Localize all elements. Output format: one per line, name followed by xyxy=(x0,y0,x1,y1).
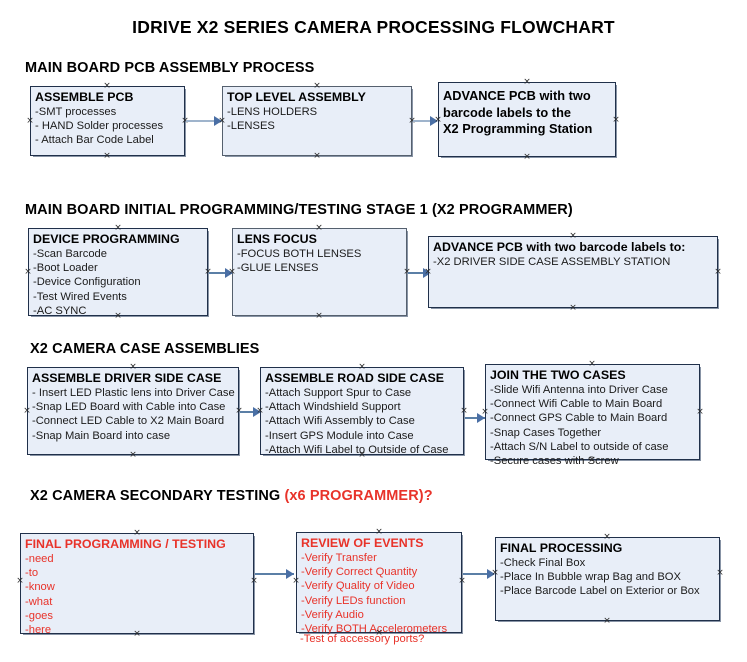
flow-box-final-programming-testing[interactable]: FINAL PROGRAMMING / TESTING -need -to -k… xyxy=(20,533,254,637)
section-heading-text: X2 CAMERA SECONDARY TESTING xyxy=(30,488,285,504)
flow-box-line: -Snap Main Board into case xyxy=(32,429,171,442)
flow-box-line: -Scan Barcode xyxy=(33,248,108,260)
flow-box-line: -X2 DRIVER SIDE CASE ASSEMBLY STATION xyxy=(433,256,671,268)
flow-box-line: -Connect LED Cable to X2 Main Board xyxy=(32,415,225,428)
flow-box-line: - Insert LED Plastic lens into Driver Ca… xyxy=(32,387,235,399)
section-heading-text: X2 CAMERA CASE ASSEMBLIES xyxy=(30,341,260,357)
connector-review-of-events-to-final-processing xyxy=(463,573,494,575)
section-heading-main-board-pcb-assembly-process: MAIN BOARD PCB ASSEMBLY PROCESS xyxy=(25,60,314,76)
flow-box-line: -need xyxy=(25,553,54,565)
flow-box-title: REVIEW OF EVENTS xyxy=(301,536,424,550)
flow-box-line: -Verify Transfer xyxy=(301,552,377,564)
flow-arrow-right-icon xyxy=(214,116,222,126)
flow-box-overflow-line: -Test of accessory ports? xyxy=(300,633,425,645)
flow-box-line: -AC SYNC xyxy=(33,304,87,317)
flow-box-line: -Place In Bubble wrap Bag and BOX xyxy=(500,571,681,584)
flow-box-line: -goes xyxy=(25,609,53,622)
flow-box-line: - Attach Bar Code Label xyxy=(35,134,154,147)
flow-box-final-processing[interactable]: FINAL PROCESSING -Check Final Box -Place… xyxy=(495,537,720,621)
section-heading-text: MAIN BOARD PCB ASSEMBLY PROCESS xyxy=(25,60,315,76)
flow-box-line: -Snap Cases Together xyxy=(490,426,602,439)
flow-box-line: -Attach Wifi Label to Outside of Case xyxy=(265,443,449,456)
flow-box-advance-pcb-to-x2-programming-station[interactable]: ADVANCE PCB with two barcode labels to t… xyxy=(438,82,616,157)
flow-box-line: -Place Barcode Label on Exterior or Box xyxy=(500,585,700,598)
connector-driver-side-to-road-side xyxy=(240,411,260,413)
flow-box-line: -Attach Support Spur to Case xyxy=(265,387,412,399)
flow-box-title: JOIN THE TWO CASES xyxy=(490,368,626,382)
flow-box-title: FINAL PROCESSING xyxy=(500,541,623,555)
flow-box-line: -Verify LEDs function xyxy=(301,594,406,607)
flow-box-line: -Connect Wifi Cable to Main Board xyxy=(490,398,663,411)
flow-box-assemble-pcb[interactable]: ASSEMBLE PCB -SMT processes - HAND Solde… xyxy=(30,86,185,156)
flow-box-line: -Check Final Box xyxy=(500,557,586,569)
flow-arrow-right-icon xyxy=(253,407,261,417)
flow-arrow-right-icon xyxy=(286,569,294,579)
flow-arrow-right-icon xyxy=(477,413,485,423)
page-title: IDRIVE X2 SERIES CAMERA PROCESSING FLOWC… xyxy=(132,17,615,37)
flow-arrow-right-icon xyxy=(430,116,438,126)
flow-box-line: -Connect GPS Cable to Main Board xyxy=(490,412,668,425)
section-heading-main-board-initial-programming-testing-stage-1: MAIN BOARD INITIAL PROGRAMMING/TESTING S… xyxy=(25,202,573,218)
connector-assemble-pcb-to-top-level-assembly xyxy=(186,120,222,122)
section-heading-x2-camera-case-assemblies: X2 CAMERA CASE ASSEMBLIES xyxy=(30,341,259,357)
flow-box-line: -know xyxy=(25,581,55,594)
flow-box-line: -Verify BOTH Accelerometers xyxy=(301,623,448,636)
flow-box-line: -Snap LED Board with Cable into Case xyxy=(32,401,226,414)
flow-box-line: -what xyxy=(25,595,53,608)
section-heading-text: MAIN BOARD INITIAL PROGRAMMING/TESTING S… xyxy=(25,202,573,218)
flow-box-line: -Attach Wifi Assembly to Case xyxy=(265,415,415,428)
connector-lens-focus-to-advance-pcb xyxy=(408,272,430,274)
flow-box-assemble-road-side-case[interactable]: ASSEMBLE ROAD SIDE CASE -Attach Support … xyxy=(260,367,464,456)
flow-box-line: -SMT processes xyxy=(35,106,117,118)
flow-box-line: -Insert GPS Module into Case xyxy=(265,429,414,442)
flow-box-title: ADVANCE PCB with two barcode labels to: xyxy=(433,240,686,254)
flow-box-lens-focus[interactable]: LENS FOCUS -FOCUS BOTH LENSES -GLUE LENS… xyxy=(232,228,407,316)
flow-box-title: ASSEMBLE DRIVER SIDE CASE xyxy=(32,371,222,385)
flow-box-title: FINAL PROGRAMMING / TESTING xyxy=(25,537,226,551)
flow-box-line: -Secure cases with Screw xyxy=(490,455,619,468)
flow-box-line: -Slide Wifi Antenna into Driver Case xyxy=(490,384,668,396)
flow-box-line: -Boot Loader xyxy=(33,262,98,275)
flow-arrow-right-icon xyxy=(487,569,495,579)
flow-box-title: DEVICE PROGRAMMING xyxy=(33,232,180,246)
flow-box-line: -Verify Correct Quantity xyxy=(301,566,418,579)
connector-final-programming-to-review-of-events xyxy=(255,573,294,575)
flow-box-title: LENS FOCUS xyxy=(237,232,317,246)
flow-box-title: ASSEMBLE ROAD SIDE CASE xyxy=(265,371,444,385)
flow-box-review-of-events[interactable]: REVIEW OF EVENTS -Verify Transfer -Verif… xyxy=(296,532,462,636)
connector-device-programming-to-lens-focus xyxy=(209,272,232,274)
flow-box-line: -Attach S/N Label to outside of case xyxy=(490,440,669,453)
flow-box-line: -GLUE LENSES xyxy=(237,262,319,275)
flow-box-line: -to xyxy=(25,567,39,580)
flow-box-line: -Test Wired Events xyxy=(33,290,127,303)
flow-box-line: -here xyxy=(25,624,52,637)
connector-road-side-to-join-cases xyxy=(465,417,485,419)
flow-box-line: -LENSES xyxy=(227,120,275,133)
flow-box-title: ASSEMBLE PCB xyxy=(35,90,134,104)
flow-box-top-level-assembly[interactable]: TOP LEVEL ASSEMBLY -LENS HOLDERS -LENSES xyxy=(222,86,412,156)
flow-box-line: -FOCUS BOTH LENSES xyxy=(237,248,362,260)
section-heading-annotation: (x6 PROGRAMMER)? xyxy=(284,488,433,504)
flow-arrow-right-icon xyxy=(225,268,233,278)
flow-box-title: ADVANCE PCB with two barcode labels to t… xyxy=(443,88,593,136)
flow-box-join-the-two-cases[interactable]: JOIN THE TWO CASES -Slide Wifi Antenna i… xyxy=(485,364,700,467)
flow-box-line: -Device Configuration xyxy=(33,276,141,289)
flow-box-line: -Attach Windshield Support xyxy=(265,401,401,414)
flow-box-title: TOP LEVEL ASSEMBLY xyxy=(227,90,366,104)
flow-box-line: - HAND Solder processes xyxy=(35,120,164,133)
flow-arrow-right-icon xyxy=(423,268,431,278)
section-heading-x2-camera-secondary-testing: X2 CAMERA SECONDARY TESTING (x6 PROGRAMM… xyxy=(30,488,433,504)
flow-box-assemble-driver-side-case[interactable]: ASSEMBLE DRIVER SIDE CASE - Insert LED P… xyxy=(27,367,239,455)
flow-box-line: -LENS HOLDERS xyxy=(227,106,318,118)
flow-box-advance-pcb-to-driver-side-case-assembly[interactable]: ADVANCE PCB with two barcode labels to: … xyxy=(428,236,718,308)
connector-top-level-assembly-to-advance-pcb xyxy=(413,120,437,122)
flow-box-line: -Verify Quality of Video xyxy=(301,580,415,593)
flow-box-line: -Verify Audio xyxy=(301,608,364,621)
flow-box-device-programming[interactable]: DEVICE PROGRAMMING -Scan Barcode -Boot L… xyxy=(28,228,208,317)
